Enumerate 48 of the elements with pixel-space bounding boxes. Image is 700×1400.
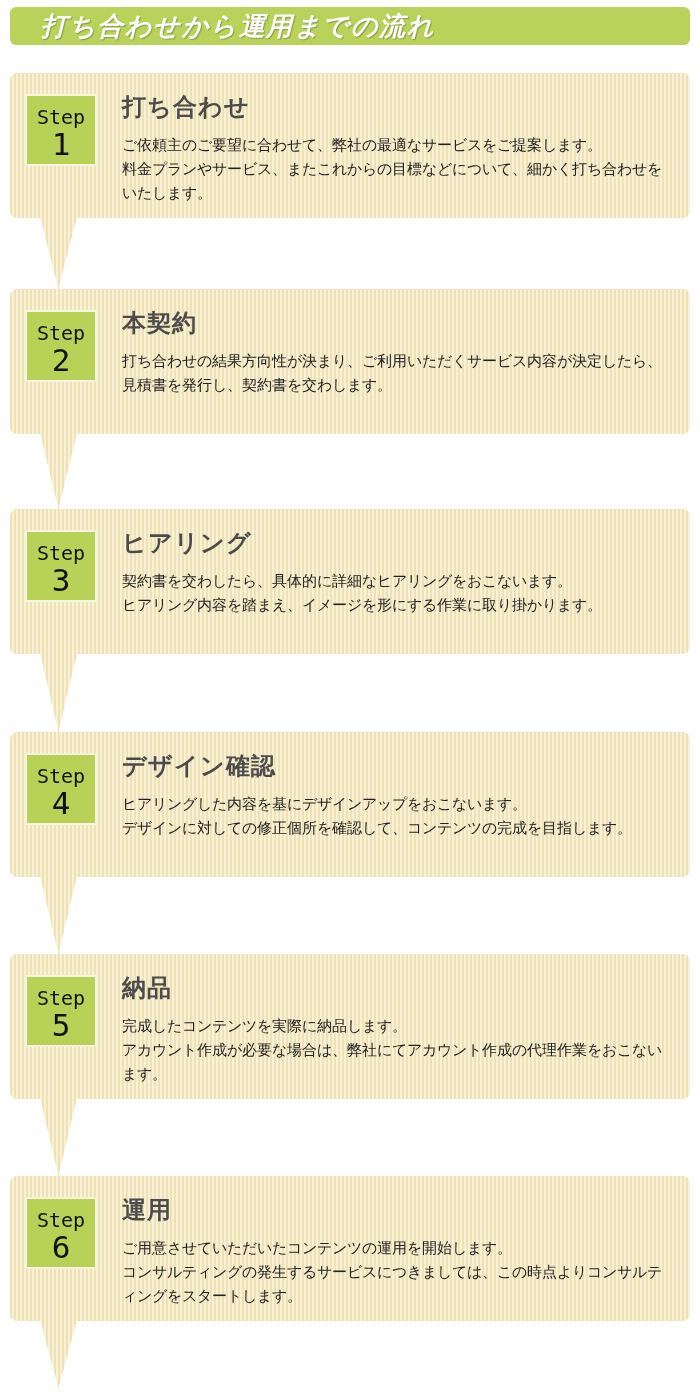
arrow — [40, 875, 77, 955]
step-card — [10, 954, 690, 1099]
step-badge — [25, 310, 97, 382]
step-label: Step — [36, 763, 86, 789]
step-number: 6 — [51, 1233, 71, 1261]
arrow — [40, 1319, 77, 1389]
step-badge — [25, 753, 97, 825]
arrow — [40, 216, 77, 290]
step-card — [10, 1176, 690, 1321]
step-number: 3 — [51, 566, 71, 594]
step-description: ご用意させていただいたコンテンツの運用を開始します。 — [122, 1238, 512, 1259]
arrow — [40, 1097, 77, 1177]
step-heading: 納品 — [122, 974, 172, 1002]
arrow — [40, 652, 77, 733]
step-description: 料金プランやサービス、またこれからの目標などについて、細かく打ち合わせをいたします。 — [122, 159, 663, 204]
title-text: 打ち合わせから運用までの流れ — [41, 10, 435, 43]
step-label: Step — [36, 1207, 86, 1233]
step-label: Step — [36, 320, 86, 346]
step-label: Step — [36, 985, 86, 1011]
step-label: Step — [36, 104, 86, 130]
step-number: 2 — [51, 346, 71, 374]
step-heading: 本契約 — [122, 309, 197, 337]
step-description: 打ち合わせの結果方向性が決まり、ご利用いただくサービス内容が決定したら、見積書を発行し、契約書を交わします。 — [122, 351, 663, 396]
step-number: 1 — [51, 130, 71, 158]
step-heading: ヒアリング — [122, 529, 252, 557]
arrow — [40, 432, 77, 510]
step-badge — [25, 530, 97, 602]
step-heading: 打ち合わせ — [122, 93, 250, 121]
step-label: Step — [36, 540, 86, 566]
step-card — [10, 73, 690, 218]
step-badge — [25, 94, 97, 166]
step-description: 完成したコンテンツを実際に納品します。 — [122, 1016, 407, 1037]
step-badge — [25, 1197, 97, 1269]
step-description: デザインに対しての修正個所を確認して、コンテンツの完成を目指します。 — [122, 818, 632, 839]
step-description: 契約書を交わしたら、具体的に詳細なヒアリングをおこないます。 — [122, 571, 572, 592]
step-number: 4 — [51, 789, 71, 817]
step-card — [10, 289, 690, 434]
step-badge — [25, 975, 97, 1047]
step-description: アカウント作成が必要な場合は、弊社にてアカウント作成の代理作業をおこないます。 — [122, 1040, 663, 1085]
step-description: ご依頼主のご要望に合わせて、弊社の最適なサービスをご提案します。 — [122, 135, 602, 156]
step-heading: デザイン確認 — [122, 752, 276, 780]
step-description: コンサルティングの発生するサービスにつきましては、この時点よりコンサルティングをスタートします。 — [122, 1262, 663, 1307]
step-description: ヒアリングした内容を基にデザインアップをおこないます。 — [122, 794, 527, 815]
step-heading: 運用 — [122, 1196, 172, 1224]
step-card — [10, 732, 690, 877]
step-number: 5 — [51, 1011, 71, 1039]
step-description: ヒアリング内容を踏まえ、イメージを形にする作業に取り掛かります。 — [122, 595, 602, 616]
step-card — [10, 509, 690, 654]
